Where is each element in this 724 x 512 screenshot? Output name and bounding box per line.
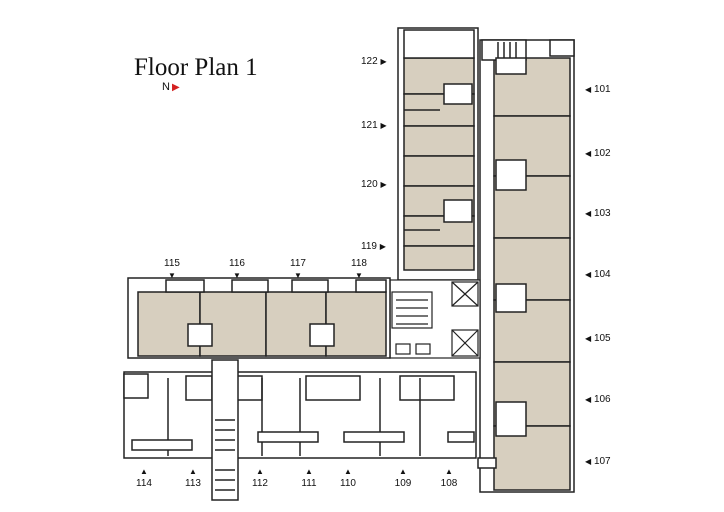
pointer-up-icon: ▲ [399,467,407,476]
north-wing [397,27,479,281]
pointer-up-icon: ▲ [445,467,453,476]
pointer-left-icon: ◀ [585,395,592,404]
pointer-right-icon: ▶ [379,242,386,251]
unit-label-109[interactable]: ▲109 [394,467,412,489]
unit-label-108[interactable]: ▲108 [440,467,458,489]
unit-label-116[interactable]: 116▼ [229,258,245,280]
north-indicator: N▶ [162,81,180,93]
north-arrow-icon: ▶ [171,82,180,93]
unit-label-107[interactable]: ◀ 107 [585,456,611,467]
upper-row [127,277,391,359]
pointer-up-icon: ▲ [140,467,148,476]
pointer-up-icon: ▲ [305,467,313,476]
unit-label-102[interactable]: ◀ 102 [585,148,611,159]
pointer-down-icon: ▼ [355,271,363,280]
unit-label-122[interactable]: 122 ▶ [361,56,387,67]
unit-label-105[interactable]: ◀ 105 [585,333,611,344]
central-core [389,279,481,359]
unit-label-103[interactable]: ◀ 103 [585,208,611,219]
unit-label-104[interactable]: ◀ 104 [585,269,611,280]
pointer-down-icon: ▼ [294,271,302,280]
unit-label-114[interactable]: ▲114 [136,467,152,489]
pointer-right-icon: ▶ [380,57,387,66]
pointer-right-icon: ▶ [380,180,387,189]
pointer-down-icon: ▼ [233,271,241,280]
pointer-down-icon: ▼ [168,271,176,280]
pointer-left-icon: ◀ [585,334,592,343]
pointer-right-icon: ▶ [380,121,387,130]
east-wing [479,39,575,493]
lower-row [123,359,497,501]
unit-label-117[interactable]: 117▼ [290,258,306,280]
unit-label-121[interactable]: 121 ▶ [361,120,387,131]
pointer-up-icon: ▲ [256,467,264,476]
unit-label-106[interactable]: ◀ 106 [585,394,611,405]
pointer-left-icon: ◀ [585,457,592,466]
plan-title: Floor Plan 1 [134,54,258,81]
north-label: N [162,81,170,93]
unit-label-115[interactable]: 115▼ [164,258,180,280]
pointer-left-icon: ◀ [585,270,592,279]
pointer-left-icon: ◀ [585,209,592,218]
pointer-left-icon: ◀ [585,85,592,94]
unit-label-111[interactable]: ▲111 [301,467,317,489]
pointer-up-icon: ▲ [344,467,352,476]
unit-label-113[interactable]: ▲113 [185,467,201,489]
pointer-left-icon: ◀ [585,149,592,158]
unit-label-110[interactable]: ▲110 [340,467,356,489]
unit-label-118[interactable]: 118▼ [351,258,367,280]
pointer-up-icon: ▲ [189,467,197,476]
unit-label-101[interactable]: ◀ 101 [585,84,611,95]
unit-label-119[interactable]: 119 ▶ [361,241,386,252]
unit-label-112[interactable]: ▲112 [252,467,268,489]
unit-label-120[interactable]: 120 ▶ [361,179,387,190]
